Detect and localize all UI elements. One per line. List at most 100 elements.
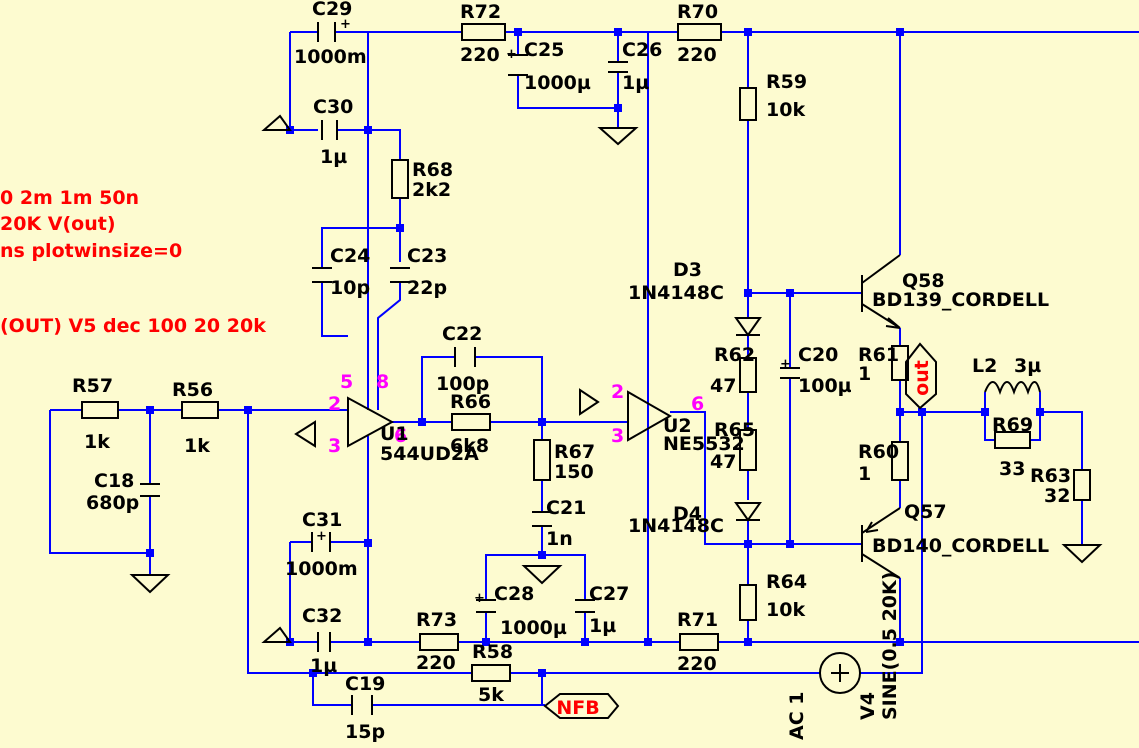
directive-line: 0 2m 1m 50n bbox=[0, 187, 139, 209]
ref-label-r60: R60 bbox=[858, 441, 899, 463]
value-label-c27: 1µ bbox=[589, 615, 616, 637]
directive-line: ns plotwinsize=0 bbox=[0, 240, 182, 262]
resistor-r71-body bbox=[679, 633, 719, 651]
value-label-r71: 220 bbox=[677, 653, 717, 675]
ref-label-r73: R73 bbox=[416, 609, 457, 631]
value-label-c21: 1n bbox=[546, 528, 573, 550]
capacitor-c25-plates bbox=[508, 54, 528, 76]
ref-label-r68: R68 bbox=[412, 159, 453, 181]
value-label-c24: 10p bbox=[330, 277, 370, 299]
value-label-r63: 32 bbox=[1044, 485, 1070, 507]
source-v4-symbol bbox=[819, 652, 861, 694]
net-flag-nfb bbox=[543, 693, 620, 719]
ref-label-u1: U1 bbox=[380, 423, 409, 445]
value-label-c18: 680p bbox=[86, 492, 139, 514]
capacitor-c28-plates bbox=[476, 599, 496, 613]
pin-number: 2 bbox=[328, 393, 341, 415]
resistor-r67-body bbox=[533, 439, 551, 481]
value-label-r73: 220 bbox=[416, 652, 456, 674]
ref-label-r70: R70 bbox=[677, 1, 718, 23]
ref-label-c18: C18 bbox=[94, 470, 134, 492]
value-label-c20: 100µ bbox=[798, 375, 852, 397]
value-label-r68: 2k2 bbox=[412, 179, 451, 201]
diode-d4-symbol bbox=[734, 502, 762, 522]
resistor-r66-body bbox=[451, 413, 491, 431]
ref-label-c22: C22 bbox=[442, 323, 482, 345]
ref-label-d4: D4 bbox=[673, 503, 702, 525]
capacitor-c23-plates bbox=[390, 267, 410, 283]
ref-label-q58: Q58 bbox=[902, 270, 945, 292]
capacitor-c30-plates bbox=[321, 120, 338, 140]
capacitor-c22-plates bbox=[454, 347, 476, 367]
value-label-r59: 10k bbox=[766, 99, 805, 121]
resistor-r57-body bbox=[81, 401, 119, 419]
resistor-r73-body bbox=[419, 633, 459, 651]
svg-text:+: + bbox=[316, 529, 327, 544]
resistor-r61-body bbox=[891, 345, 909, 381]
ref-label-q57: Q57 bbox=[904, 501, 947, 523]
resistor-r68-body bbox=[391, 159, 409, 199]
directive-line: (OUT) V5 dec 100 20 20k bbox=[0, 315, 266, 337]
capacitor-c24-plates bbox=[312, 267, 332, 283]
ground-symbols bbox=[129, 114, 1103, 643]
pin-number: 3 bbox=[611, 425, 624, 447]
pin-number: 6 bbox=[691, 393, 704, 415]
value-label-d3: 1N4148C bbox=[628, 282, 724, 304]
pin-number: 8 bbox=[376, 371, 389, 393]
net-flag-out bbox=[905, 342, 937, 410]
capacitor-c27-plates bbox=[575, 599, 595, 613]
inductor-l2-symbol bbox=[984, 381, 1041, 396]
ref-label-c20: C20 bbox=[798, 344, 838, 366]
capacitor-c19-plates bbox=[351, 695, 373, 715]
ref-label-c28: C28 bbox=[494, 583, 534, 605]
resistor-r64-body bbox=[739, 584, 757, 621]
ref-label-r56: R56 bbox=[172, 379, 213, 401]
ground-triangle-icon bbox=[261, 114, 292, 131]
ref-label-c29: C29 bbox=[312, 0, 352, 20]
capacitor-c18-plates bbox=[140, 483, 160, 497]
opamp-u2-symbol bbox=[627, 390, 673, 442]
value-label-c28: 1000µ bbox=[500, 617, 567, 639]
resistor-r72-body bbox=[461, 23, 506, 41]
spice-directives: 0 2m 1m 50n 20K V(out) ns plotwinsize=0 … bbox=[0, 187, 266, 337]
value-label-c26: 1µ bbox=[622, 72, 649, 94]
ref-label-c30: C30 bbox=[313, 96, 353, 118]
value-label-c22: 100p bbox=[436, 373, 489, 395]
ref-label-c19: C19 bbox=[345, 673, 385, 695]
ground-triangle-icon bbox=[521, 565, 563, 585]
value-label-q58: BD139_CORDELL bbox=[872, 289, 1049, 311]
ref-label-r67: R67 bbox=[554, 441, 595, 463]
resistor-r69-body bbox=[994, 431, 1031, 449]
junctions bbox=[146, 28, 1044, 677]
value-label-r66: 6k8 bbox=[450, 435, 489, 457]
svg-text:+: + bbox=[340, 17, 351, 32]
value-label-c23: 22p bbox=[407, 277, 447, 299]
value-label-l2: 3µ bbox=[1014, 355, 1041, 377]
capacitor-c29-plates bbox=[317, 22, 336, 42]
value-label-c19: 15p bbox=[345, 721, 385, 743]
ref-label-r62: R62 bbox=[714, 344, 755, 366]
net-label-out: out bbox=[911, 360, 933, 396]
ac-label-v4: AC 1 bbox=[786, 692, 808, 740]
ref-label-r63: R63 bbox=[1030, 465, 1071, 487]
svg-text:+: + bbox=[474, 591, 485, 606]
ref-label-r59: R59 bbox=[766, 71, 807, 93]
ground-triangle-icon bbox=[597, 127, 639, 146]
capacitor-c20-plates bbox=[780, 367, 800, 379]
svg-text:+: + bbox=[780, 357, 791, 372]
ref-label-r65: R65 bbox=[714, 419, 755, 441]
polarity-marks: + + + + + bbox=[316, 17, 791, 606]
component-labels: C29 1000m C30 1µ R68 2k2 C24 10p C23 22p… bbox=[72, 0, 1071, 743]
capacitor-c32-plates bbox=[317, 632, 331, 652]
resistor-r59-body bbox=[739, 87, 757, 121]
value-label-v4: SINE(0.5 20K) bbox=[879, 572, 901, 720]
ground-triangle-icon bbox=[261, 626, 292, 643]
directive-line: 20K V(out) bbox=[0, 213, 116, 235]
value-label-r57: 1k bbox=[84, 431, 110, 453]
ground-triangle-icon bbox=[579, 388, 600, 416]
value-label-c30: 1µ bbox=[320, 146, 347, 168]
value-label-u2: NE5532 bbox=[663, 433, 745, 455]
ref-label-r61: R61 bbox=[858, 344, 899, 366]
value-label-q57: BD140_CORDELL bbox=[872, 535, 1049, 557]
